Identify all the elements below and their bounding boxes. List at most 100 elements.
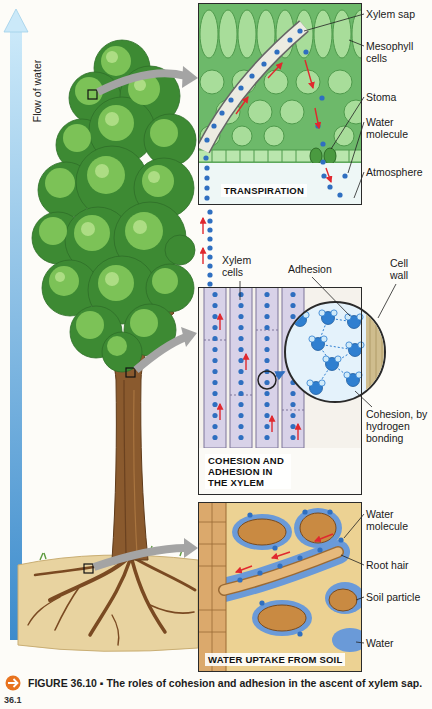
soil-inset	[272, 545, 277, 550]
transpiration-inset	[305, 60, 313, 88]
crown-sparkles	[55, 272, 65, 282]
soil-ground	[18, 555, 198, 651]
magnifier-circle	[319, 310, 337, 325]
transpiration-inset	[236, 60, 331, 182]
tree-roots	[28, 558, 195, 645]
crown-sparkles	[105, 272, 119, 286]
part-label: Water molecule	[366, 116, 428, 140]
soil-inset	[247, 512, 252, 517]
crown-highlights	[74, 215, 110, 251]
tree-crown	[32, 40, 196, 372]
soil-inset	[300, 513, 336, 543]
tree-roots	[55, 586, 80, 630]
water-column	[207, 245, 212, 250]
crown-highlights	[39, 46, 178, 356]
soil-inset	[277, 563, 282, 568]
locator-squares	[126, 368, 135, 377]
transpiration-inset	[200, 10, 218, 58]
magnifier-circle	[309, 336, 327, 351]
flow-arrow	[4, 9, 28, 32]
water-column	[207, 236, 212, 241]
flow-arrow	[4, 9, 28, 640]
soil-inset	[236, 534, 333, 572]
leader-lines	[341, 555, 364, 565]
callout-arrows	[94, 66, 198, 567]
transpiration-inset	[219, 10, 237, 58]
transpiration-inset	[297, 28, 302, 33]
magnifier-circle	[366, 300, 390, 410]
magnifier-circle	[316, 318, 332, 388]
xylem-inset	[276, 372, 284, 376]
water-column	[207, 254, 212, 259]
transpiration-inset	[320, 159, 325, 164]
locator-squares	[88, 90, 97, 99]
transpiration-inset	[232, 126, 252, 146]
flow-arrow	[10, 30, 22, 640]
part-label: Xylem sap	[366, 8, 428, 20]
transpiration-inset	[211, 123, 216, 128]
transpiration-inset	[203, 26, 304, 150]
magnifier-circle	[291, 312, 309, 327]
water-column	[202, 218, 203, 234]
transpiration-inset	[320, 141, 325, 146]
magnifier-circle	[285, 300, 390, 410]
transpiration-inset	[248, 100, 272, 124]
callout-arrows	[181, 327, 197, 347]
part-label: Water	[366, 637, 428, 649]
figure-number: 36.1	[4, 694, 34, 706]
transpiration-inset	[342, 173, 347, 178]
soil-inset	[252, 600, 312, 636]
soil-inset	[329, 589, 357, 611]
crown-highlights	[130, 309, 158, 337]
leader-lines	[240, 14, 396, 643]
callout-arrows	[136, 337, 186, 370]
part-label: Water molecule	[366, 508, 428, 532]
transpiration-inset	[203, 155, 208, 160]
water-column	[207, 218, 212, 223]
transpiration-inset	[310, 148, 322, 164]
transpiration-inset	[333, 10, 351, 58]
crown-highlights	[125, 212, 163, 250]
transpiration-inset	[296, 70, 320, 94]
leader-lines	[355, 391, 372, 407]
tree-roots	[90, 560, 130, 635]
crown-sparkles	[133, 220, 147, 234]
crown-sparkles	[95, 164, 109, 178]
transpiration-inset	[203, 28, 347, 200]
soil-inset	[224, 552, 338, 590]
soil-inset	[257, 570, 262, 575]
part-label: Xylem cells	[222, 254, 266, 278]
transpiration-inset	[204, 195, 209, 200]
part-label: Cohesion, by hydrogen bonding	[366, 408, 428, 444]
transpiration-inset	[287, 37, 292, 42]
leader-lines	[331, 97, 364, 149]
transpiration-inset	[303, 49, 308, 54]
transpiration-inset	[321, 173, 326, 178]
tree-trunk	[134, 390, 137, 555]
tree-roots	[112, 615, 119, 645]
soil-inset	[297, 555, 302, 560]
locator-squares	[84, 564, 93, 573]
caption-icon	[8, 679, 18, 687]
water-column	[202, 218, 203, 264]
crown-highlights	[63, 124, 91, 152]
transpiration-inset	[198, 163, 362, 205]
transpiration-inset	[319, 95, 324, 100]
magnifier-circle	[370, 300, 382, 410]
transpiration-inset	[326, 168, 331, 182]
part-label: Cell wall	[390, 257, 426, 281]
xylem-inset	[258, 371, 276, 389]
panel-title: TRANSPIRATION	[221, 184, 307, 197]
water-column	[207, 227, 212, 232]
crown-sparkles	[148, 171, 160, 183]
crown-sparkles	[105, 112, 119, 126]
transpiration-inset	[337, 192, 342, 197]
transpiration-inset	[314, 10, 332, 58]
locator-squares	[84, 90, 135, 573]
magnifier-circle	[323, 356, 341, 371]
leader-lines	[354, 172, 364, 198]
soil-inset	[238, 519, 286, 545]
leader-lines	[312, 277, 350, 316]
crown-highlights	[49, 266, 79, 296]
